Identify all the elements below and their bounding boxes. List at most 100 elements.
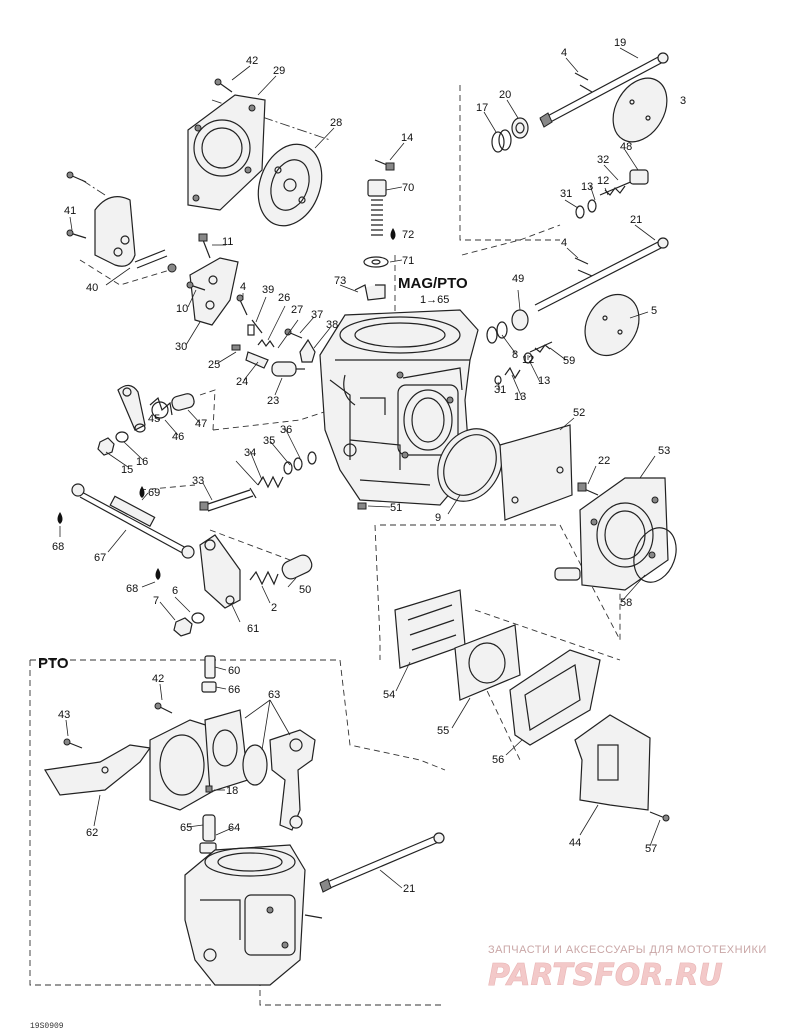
leader-lines: [59, 47, 661, 889]
spring-46: [149, 396, 173, 419]
callout-41: 41: [64, 205, 76, 217]
callout-32: 32: [597, 154, 609, 166]
callout-69: 69: [148, 487, 160, 499]
diaphragm-9: [437, 428, 503, 502]
callout-49: 49: [512, 273, 524, 285]
callout-56: 56: [492, 754, 504, 766]
callout-51: 51: [390, 502, 402, 514]
throttle-lever-61: [199, 534, 241, 609]
pto-fitting-66: [201, 681, 217, 693]
spring-34: [257, 475, 284, 489]
callout-71: 71: [402, 255, 414, 267]
callout-66: 66: [228, 684, 240, 696]
callout-2: 2: [271, 602, 277, 614]
plate-30: [189, 257, 239, 326]
callout-12-top: 12: [597, 175, 609, 187]
callout-8: 8: [512, 349, 518, 361]
pto-plug-18: [205, 785, 213, 793]
pto-screw-43: [63, 738, 83, 749]
oring-31-12-13-top: [575, 199, 597, 219]
link-rod-67: [71, 483, 195, 559]
callout-36: 36: [280, 424, 292, 436]
screw-11: [198, 233, 211, 259]
oil-drop-68-b: [155, 568, 161, 580]
callout-10: 10: [176, 303, 188, 315]
callout-24: 24: [236, 376, 248, 388]
callout-21-mid: 21: [630, 214, 642, 226]
clip-25: [231, 344, 241, 351]
callout-28: 28: [330, 117, 342, 129]
callout-68-a: 68: [52, 541, 64, 553]
screw-42-top: [214, 78, 233, 93]
choke-plate-5: [584, 293, 640, 357]
cover-50: [281, 554, 313, 580]
cover-56: [509, 649, 601, 746]
spring-2: [249, 570, 279, 586]
callout-42-pto: 42: [152, 673, 164, 685]
pto-screw-42: [154, 702, 173, 714]
callout-70: 70: [402, 182, 414, 194]
washer-35: [283, 457, 303, 475]
bushing-47: [171, 393, 195, 411]
section-pto: PTO: [38, 655, 69, 672]
washer-6: [191, 612, 205, 624]
callout-59: 59: [563, 355, 575, 367]
callout-13-top: 13: [581, 181, 593, 193]
callout-60: 60: [228, 665, 240, 677]
callout-30: 30: [175, 341, 187, 353]
pto-cover-plate: [149, 719, 216, 811]
washer-16: [115, 431, 129, 443]
diaphragm-cover-29: [187, 94, 266, 211]
callout-22: 22: [598, 455, 610, 467]
callout-31-mid: 31: [494, 384, 506, 396]
callout-4-top: 4: [561, 47, 567, 59]
callout-58: 58: [620, 597, 632, 609]
washer-71: [363, 256, 389, 268]
callout-73: 73: [334, 275, 346, 287]
bushing-49: [511, 309, 529, 331]
oring-58: [633, 527, 677, 583]
callout-61: 61: [247, 623, 259, 635]
callout-55: 55: [437, 725, 449, 737]
callout-38: 38: [326, 319, 338, 331]
oil-drop-72: [390, 228, 396, 240]
screw-14: [374, 159, 395, 171]
screw-41-b: [66, 229, 87, 239]
screw-57: [649, 811, 670, 822]
needle-24: [245, 351, 269, 369]
diaphragm-28: [257, 143, 323, 227]
callout-6: 6: [172, 585, 178, 597]
callout-53: 53: [658, 445, 670, 457]
callout-68-b: 68: [126, 583, 138, 595]
callout-14: 14: [401, 132, 413, 144]
callout-11: 11: [222, 236, 233, 248]
callout-63: 63: [268, 689, 280, 701]
bushing-20: [511, 117, 529, 139]
callout-5: 5: [651, 305, 657, 317]
fuel-pump-53: [554, 477, 669, 591]
pto-lever-assembly: [269, 729, 316, 831]
gasket-55: [454, 624, 521, 701]
callout-29: 29: [273, 65, 285, 77]
callout-48: 48: [620, 141, 632, 153]
throttle-shaft-19: [539, 52, 669, 128]
pto-gasket-63: [204, 709, 249, 793]
callout-46: 46: [172, 431, 184, 443]
screw-37: [284, 328, 303, 339]
callout-16: 16: [136, 456, 148, 468]
watermark: ЗАПЧАСТИ И АКСЕССУАРЫ ДЛЯ МОТОТЕХНИКИ PA…: [488, 944, 767, 993]
callout-67: 67: [94, 552, 106, 564]
filter-51: [357, 502, 367, 510]
pin-40: [134, 249, 177, 273]
callout-37: 37: [311, 309, 323, 321]
gasket-52: [499, 424, 573, 521]
screws-4-top: [574, 72, 593, 93]
throttle-plate-3: [612, 77, 668, 143]
callout-47: 47: [195, 418, 207, 430]
callout-19: 19: [614, 37, 626, 49]
oil-drop-69: [139, 486, 145, 498]
callout-4-left: 4: [240, 281, 246, 293]
callout-labels: 42 29 28 14 70 72 71 73 41 11 40 10 30 4…: [38, 37, 686, 895]
callout-34: 34: [244, 447, 256, 459]
callout-57: 57: [645, 843, 657, 855]
